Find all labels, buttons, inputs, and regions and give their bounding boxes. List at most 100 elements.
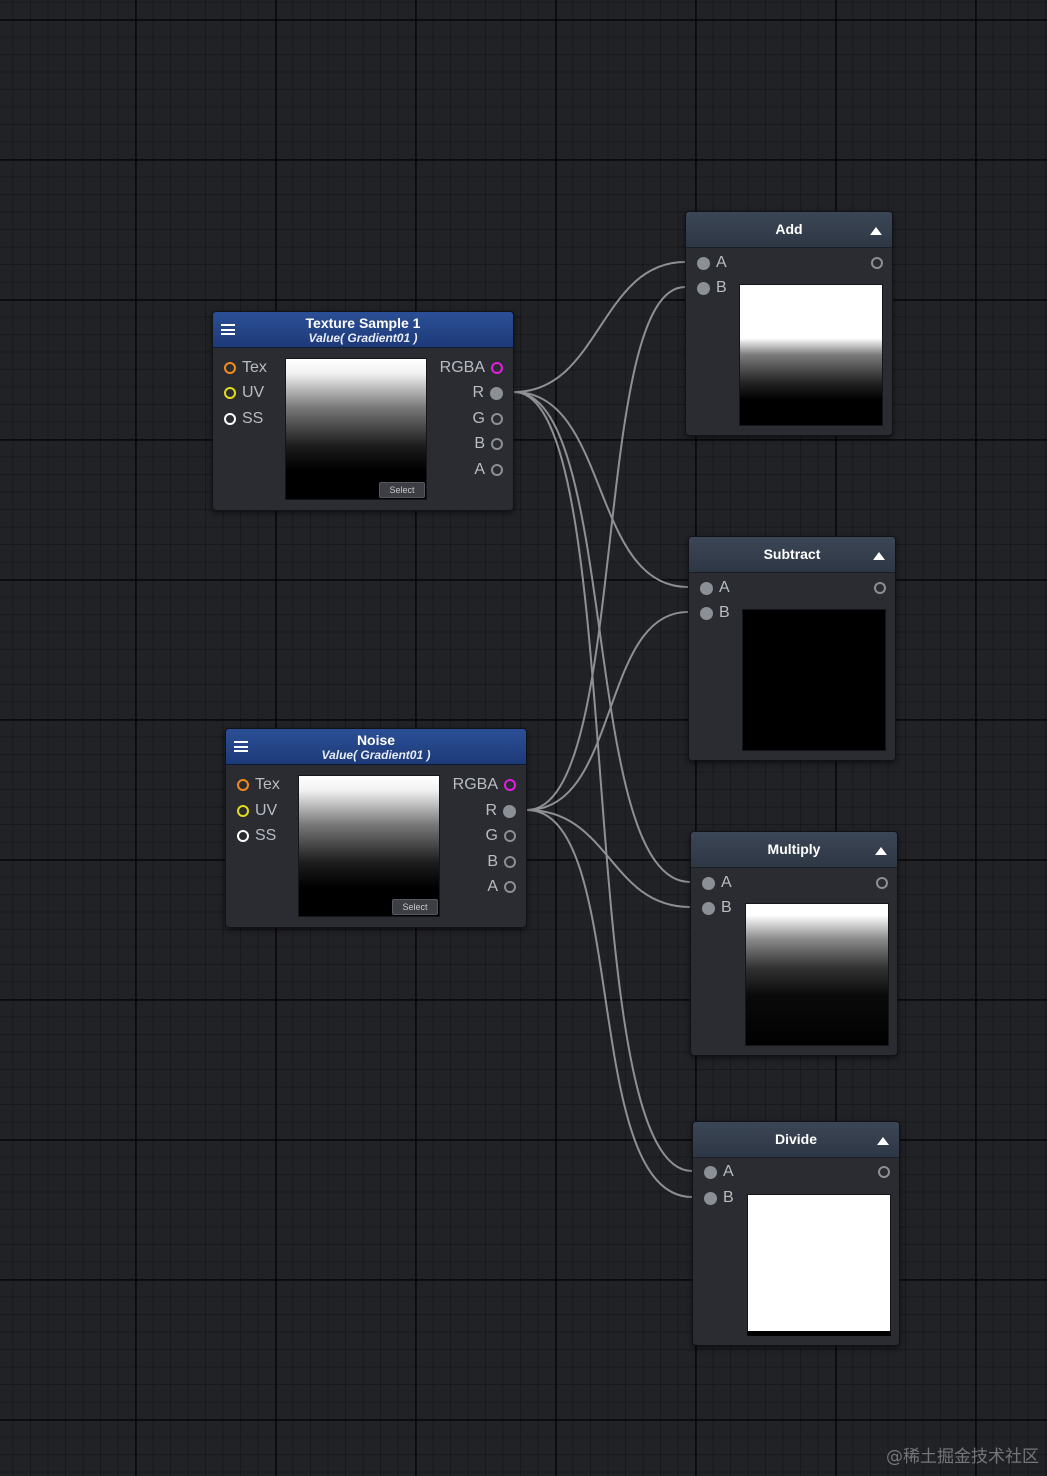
noise-node[interactable]: Noise Value( Gradient01 ) Tex UV SS Sele… — [225, 728, 527, 928]
subtract-header[interactable]: Subtract — [689, 537, 895, 573]
hamburger-menu-icon[interactable] — [234, 741, 248, 752]
input-a[interactable]: A — [697, 254, 727, 272]
input-a[interactable]: A — [702, 874, 732, 892]
output-port-rgba[interactable] — [491, 362, 503, 374]
input-b[interactable]: B — [700, 604, 730, 622]
output-port-a[interactable] — [504, 881, 516, 893]
input-port-uv[interactable] — [237, 805, 249, 817]
output-port-g[interactable] — [491, 413, 503, 425]
output-rgba[interactable]: RGBA — [453, 776, 516, 794]
input-port-tex[interactable] — [224, 362, 236, 374]
node-title: Texture Sample 1 — [305, 315, 421, 331]
input-a[interactable]: A — [704, 1163, 734, 1181]
output-port-r[interactable] — [490, 386, 503, 400]
input-b[interactable]: B — [697, 279, 727, 297]
noise-header[interactable]: Noise Value( Gradient01 ) — [226, 729, 526, 765]
output-port-rgba[interactable] — [504, 779, 516, 791]
wire-noise-r-to-multiply-b — [526, 809, 691, 908]
input-port-a[interactable] — [702, 876, 715, 890]
texture-preview[interactable]: Select — [285, 358, 427, 500]
input-port-a[interactable] — [697, 256, 710, 270]
output[interactable] — [865, 254, 883, 272]
node-subtitle: Value( Gradient01 ) — [321, 748, 431, 762]
select-button[interactable]: Select — [379, 482, 425, 498]
output-port[interactable] — [871, 257, 883, 269]
output-g[interactable]: G — [473, 410, 503, 428]
input-port-b[interactable] — [702, 901, 715, 915]
input-ss[interactable]: SS — [224, 410, 263, 428]
divide-preview — [747, 1194, 891, 1336]
input-b[interactable]: B — [702, 899, 732, 917]
add-node[interactable]: Add A B — [685, 211, 893, 436]
output-a[interactable]: A — [487, 878, 516, 896]
texture-sample-node[interactable]: Texture Sample 1 Value( Gradient01 ) Tex… — [212, 311, 514, 511]
add-header[interactable]: Add — [686, 212, 892, 248]
triangle-up-icon[interactable] — [870, 227, 882, 235]
output-a[interactable]: A — [474, 461, 503, 479]
divide-header[interactable]: Divide — [693, 1122, 899, 1158]
multiply-node[interactable]: Multiply A B — [690, 831, 898, 1056]
input-ss[interactable]: SS — [237, 827, 276, 845]
input-port-uv[interactable] — [224, 387, 236, 399]
select-button[interactable]: Select — [392, 899, 438, 915]
port-label: B — [719, 604, 730, 621]
port-label: B — [723, 1189, 734, 1206]
input-port-b[interactable] — [700, 606, 713, 620]
input-a[interactable]: A — [700, 579, 730, 597]
node-title: Add — [775, 221, 803, 237]
output-r[interactable]: R — [472, 384, 503, 402]
input-port-a[interactable] — [704, 1165, 717, 1179]
wire-noise-r-to-divide-b — [526, 809, 693, 1198]
input-tex[interactable]: Tex — [224, 359, 267, 377]
input-port-b[interactable] — [697, 281, 710, 295]
node-title: Noise — [356, 732, 396, 748]
output[interactable] — [868, 579, 886, 597]
output-port-a[interactable] — [491, 464, 503, 476]
port-label: B — [474, 435, 485, 452]
port-label: SS — [242, 410, 264, 427]
output[interactable] — [872, 1163, 890, 1181]
port-label: B — [487, 853, 498, 870]
output-r[interactable]: R — [485, 802, 516, 820]
multiply-header[interactable]: Multiply — [691, 832, 897, 868]
input-uv[interactable]: UV — [224, 384, 264, 402]
output-port[interactable] — [876, 877, 888, 889]
texture-sample-header[interactable]: Texture Sample 1 Value( Gradient01 ) — [213, 312, 513, 348]
output-b[interactable]: B — [487, 853, 516, 871]
output-port-b[interactable] — [504, 856, 516, 868]
output-port-r[interactable] — [503, 804, 516, 818]
input-port-tex[interactable] — [237, 779, 249, 791]
wire-texture-r-to-multiply-a — [513, 391, 691, 883]
input-port-ss[interactable] — [237, 830, 249, 842]
port-label: RGBA — [439, 359, 485, 376]
output-b[interactable]: B — [474, 435, 503, 453]
triangle-up-icon[interactable] — [875, 847, 887, 855]
wire-texture-r-to-add-a — [513, 261, 686, 393]
input-port-ss[interactable] — [224, 413, 236, 425]
wire-texture-r-to-divide-a — [513, 391, 693, 1172]
input-tex[interactable]: Tex — [237, 776, 280, 794]
port-label: Tex — [255, 776, 280, 793]
port-label: A — [474, 461, 485, 478]
port-label: UV — [242, 384, 265, 401]
input-uv[interactable]: UV — [237, 802, 277, 820]
input-port-b[interactable] — [704, 1191, 717, 1205]
output-port-g[interactable] — [504, 830, 516, 842]
input-port-a[interactable] — [700, 581, 713, 595]
port-label: A — [719, 579, 730, 596]
triangle-up-icon[interactable] — [873, 552, 885, 560]
output-port[interactable] — [874, 582, 886, 594]
output-port-b[interactable] — [491, 438, 503, 450]
triangle-up-icon[interactable] — [877, 1137, 889, 1145]
input-b[interactable]: B — [704, 1189, 734, 1207]
divide-node[interactable]: Divide A B — [692, 1121, 900, 1346]
port-label: SS — [255, 827, 277, 844]
output-rgba[interactable]: RGBA — [440, 359, 503, 377]
output-port[interactable] — [878, 1166, 890, 1178]
subtract-node[interactable]: Subtract A B — [688, 536, 896, 761]
hamburger-menu-icon[interactable] — [221, 324, 235, 335]
output[interactable] — [870, 874, 888, 892]
port-label: G — [472, 410, 485, 427]
output-g[interactable]: G — [486, 827, 516, 845]
noise-preview[interactable]: Select — [298, 775, 440, 917]
